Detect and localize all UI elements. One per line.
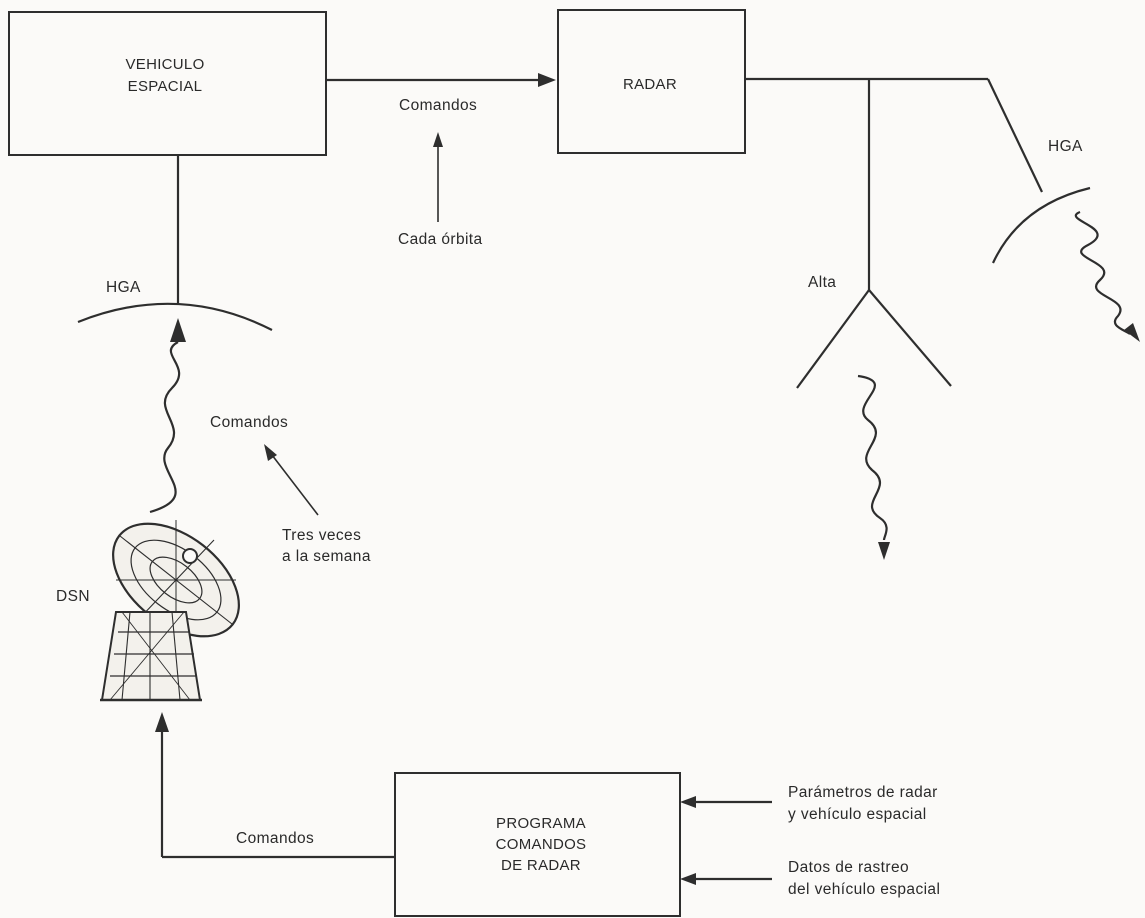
spacecraft-label-line-1: VEHICULO: [125, 56, 204, 73]
three-times-pointer: [264, 444, 319, 516]
three-times-label-line-1: Tres veces: [282, 527, 361, 544]
radar-params-label-line-2: y vehículo espacial: [788, 806, 927, 823]
radar-params-input-arrow: [680, 796, 772, 808]
three-times-label-line-2: a la semana: [282, 548, 371, 565]
altimeter-antenna: [796, 289, 952, 389]
right-hga-dish: [992, 186, 1091, 264]
tracking-data-input-arrow: [680, 873, 772, 885]
program-label-line-2: COMANDOS: [496, 836, 587, 853]
left-hga-dish: [77, 302, 273, 331]
dsn-antenna-icon: [100, 520, 240, 702]
spacecraft-label-line-2: ESPACIAL: [128, 78, 203, 95]
dsn-label: DSN: [56, 588, 90, 605]
tracking-data-label-line-2: del vehículo espacial: [788, 881, 940, 898]
program-label-line-3: DE RADAR: [501, 857, 581, 874]
program-to-dsn-arrow: [155, 712, 395, 859]
tracking-data-label-line-1: Datos de rastreo: [788, 859, 909, 876]
spacecraft-box: [8, 11, 327, 156]
commands-uplink-label: Comandos: [210, 414, 288, 431]
left-hga-label: HGA: [106, 279, 141, 296]
every-orbit-pointer: [433, 132, 443, 222]
radar-box: [557, 9, 746, 154]
uplink-signal-wave: [149, 318, 186, 514]
radar-label: RADAR: [623, 76, 677, 93]
spacecraft-to-radar-arrow: [326, 73, 556, 87]
right-hga-label: HGA: [1048, 138, 1083, 155]
right-hga-signal-wave: [1074, 210, 1140, 342]
every-orbit-label: Cada órbita: [398, 231, 483, 248]
radar-output-lines: [745, 77, 1043, 290]
commands-bottom-label: Comandos: [236, 830, 314, 847]
radar-command-program-box: [394, 772, 681, 917]
radar-params-label-line-1: Parámetros de radar: [788, 784, 938, 801]
commands-top-label: Comandos: [399, 97, 477, 114]
program-label-line-1: PROGRAMA: [496, 815, 586, 832]
altimeter-signal-wave: [857, 374, 890, 560]
altimeter-label: Alta: [808, 274, 836, 291]
